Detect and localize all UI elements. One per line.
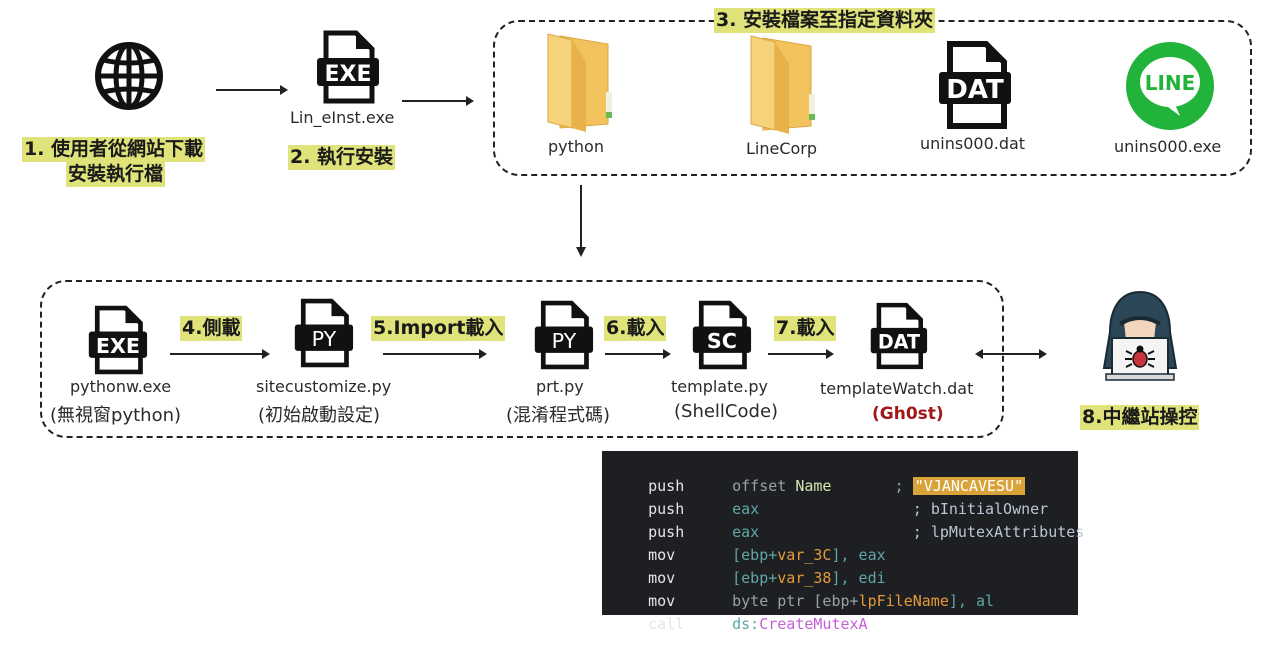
step7-label: 7.載入: [774, 316, 837, 341]
folder-icon: [749, 34, 821, 134]
svg-text:LINE: LINE: [1145, 71, 1196, 95]
chain-desc-gh0st: (Gh0st): [872, 404, 944, 424]
dat-file-icon: DAT: [868, 302, 928, 370]
chain-file-template: template.py: [671, 377, 768, 396]
svg-text:EXE: EXE: [324, 62, 371, 87]
line-app-icon: LINE: [1124, 40, 1216, 132]
py-file-icon: PY: [532, 300, 594, 370]
svg-text:DAT: DAT: [878, 331, 920, 354]
folder-label-linecorp: LineCorp: [746, 139, 818, 158]
arrow-right: [605, 348, 671, 360]
exe-file-icon: EXE: [314, 30, 380, 104]
chain-file-prt: prt.py: [536, 377, 584, 396]
step2-label: 2. 執行安裝: [288, 145, 396, 170]
arrow-right: [383, 348, 487, 360]
svg-text:DAT: DAT: [946, 75, 1004, 105]
shellcode-file-icon: SC: [690, 300, 752, 370]
installer-filename: Lin_eInst.exe: [290, 108, 395, 127]
globe-icon: [93, 40, 165, 112]
dat-file-icon: DAT: [936, 40, 1014, 130]
chain-desc-sitecustomize: (初始啟動設定): [258, 405, 381, 426]
execution-chain-group: [40, 280, 1004, 438]
svg-text:SC: SC: [707, 329, 737, 353]
arrow-right: [402, 95, 474, 107]
step6-label: 6.載入: [604, 316, 667, 341]
code-line: mov[ebp+var_3C], eax: [648, 546, 886, 564]
chain-file-sitecustomize: sitecustomize.py: [256, 377, 392, 396]
step5-label: 5.Import載入: [371, 316, 506, 341]
exe-file-icon: EXE: [86, 305, 148, 375]
arrow-down: [575, 185, 587, 257]
step4-label: 4.側載: [180, 316, 243, 341]
step3-label: 3. 安裝檔案至指定資料夾: [714, 8, 936, 33]
arrow-bidirectional: [975, 348, 1047, 360]
chain-desc-pythonw: (無視窗python): [50, 405, 182, 426]
svg-text:PY: PY: [552, 329, 577, 353]
code-line: mov[ebp+var_38], edi: [648, 569, 886, 587]
arrow-right: [170, 348, 270, 360]
chain-file-templatewatch: templateWatch.dat: [820, 379, 974, 398]
folder-icon: [546, 32, 618, 132]
py-file-icon: PY: [292, 298, 354, 368]
svg-text:PY: PY: [312, 327, 337, 351]
arrow-right: [216, 84, 288, 96]
step1-label-line1: 1. 使用者從網站下載: [22, 137, 206, 162]
exe-filename: unins000.exe: [1114, 137, 1222, 156]
dat-filename: unins000.dat: [920, 134, 1026, 153]
step8-label: 8.中繼站操控: [1080, 405, 1200, 430]
arrow-right: [768, 348, 834, 360]
chain-desc-prt: (混淆程式碼): [506, 405, 611, 426]
step1-label-line2: 安裝執行檔: [66, 162, 166, 187]
chain-file-pythonw: pythonw.exe: [70, 377, 172, 396]
chain-desc-template: (ShellCode): [674, 401, 779, 422]
hacker-icon: [1090, 288, 1190, 384]
svg-text:EXE: EXE: [96, 334, 140, 358]
folder-label-python: python: [548, 137, 604, 156]
